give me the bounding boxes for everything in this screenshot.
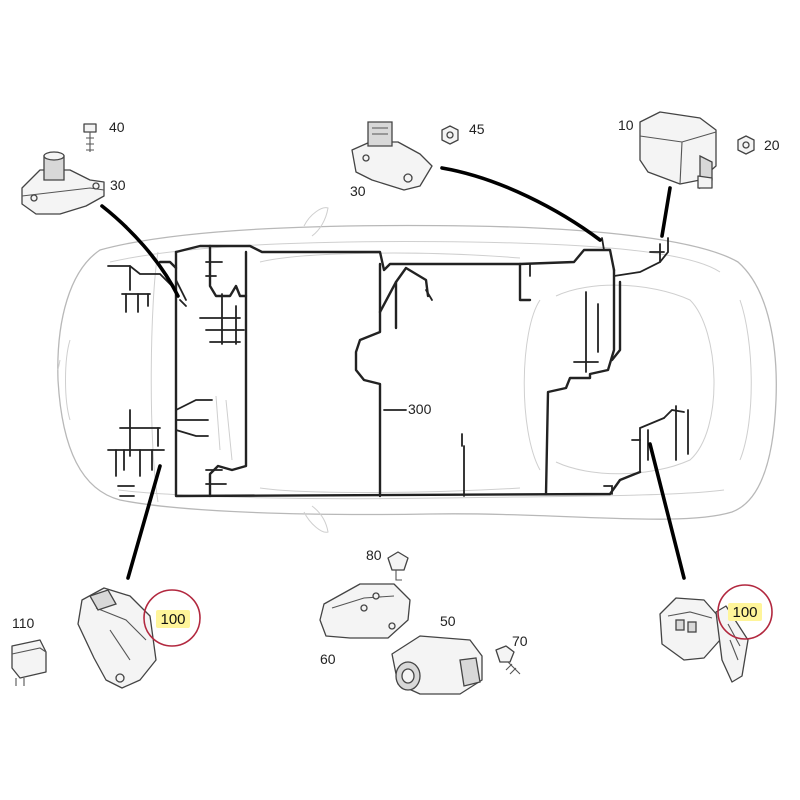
label-100-right: 100 [732,604,757,621]
leader-100-right [648,442,686,580]
part-110-connector [11,639,47,686]
label-100-left: 100 [160,611,185,628]
label-45: 45 [469,121,485,137]
part-labels: 40 30 45 30 10 20 300 80 50 70 60 110 [12,117,780,667]
part-70-bolt [495,645,521,675]
part-10-control-unit [639,111,717,190]
label-300: 300 [408,401,432,417]
part-60-bracket [319,583,411,639]
label-10: 10 [618,117,634,133]
label-60: 60 [320,651,336,667]
callout-100-right: 100 [717,584,773,640]
callout-100-left: 100 [143,589,201,647]
part-30-center-sensor [351,121,433,191]
label-110: 110 [12,615,35,631]
label-30-center: 30 [350,183,366,199]
part-50-sensor [391,635,483,695]
label-40: 40 [109,119,125,135]
label-80: 80 [366,547,382,563]
part-100-right-sensor [659,597,749,683]
leader-30-left [100,204,180,298]
label-70: 70 [512,633,528,649]
part-20-nut [737,135,755,155]
leader-30-center [440,166,602,242]
label-50: 50 [440,613,456,629]
part-80-clip [387,551,409,581]
leader-100-left [126,464,162,580]
leader-arrows [100,166,686,580]
label-30-left: 30 [110,177,126,193]
label-20: 20 [764,137,780,153]
part-40-screw [83,123,97,152]
car-body-outline [57,207,777,533]
part-45-nut [441,125,459,145]
leader-10 [660,186,672,238]
part-30-left-sensor [21,151,105,215]
wiring-harness-300 [107,237,689,498]
part-100-left-sensor [77,587,157,689]
